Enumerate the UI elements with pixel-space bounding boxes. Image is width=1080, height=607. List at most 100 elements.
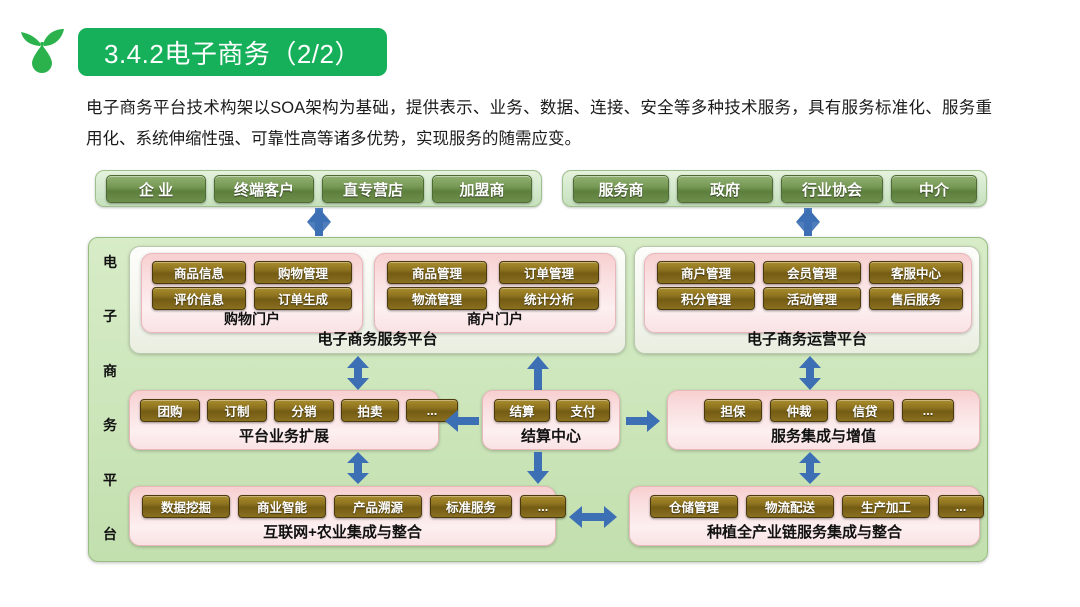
portal-item-label: 评价信息 <box>173 293 224 307</box>
agri-item-label: 商业智能 <box>256 501 307 515</box>
portal-label: 购物门户 <box>224 311 280 327</box>
expansion-item-label: 团购 <box>157 405 183 419</box>
portal-item-label: 商品管理 <box>411 267 462 281</box>
supply-chain-item-chip[interactable]: 仓储管理 <box>650 495 738 518</box>
operation-item-chip[interactable]: 会员管理 <box>763 261 861 284</box>
agri-item-label: ... <box>537 499 549 514</box>
expansion-item-chip[interactable]: 拍卖 <box>341 399 399 422</box>
supply-chain-item-label: 仓储管理 <box>668 501 719 515</box>
service-platform-label: 电子商务服务平台 <box>317 331 438 348</box>
portal-item-chip[interactable]: 购物管理 <box>254 261 352 284</box>
operation-item-chip[interactable]: 售后服务 <box>869 287 963 310</box>
merchant-portal-panel: 商品管理 订单管理 物流管理 统计分析 商户门户 <box>374 253 616 333</box>
value-added-item-label: 仲裁 <box>786 405 812 419</box>
portal-item-label: 订单管理 <box>523 267 574 281</box>
actor-chip[interactable]: 政府 <box>677 175 773 203</box>
value-added-item-label: ... <box>922 403 934 418</box>
platform-vertical-label: 电 子 商 务 平 台 <box>103 254 117 542</box>
settlement-center-panel: 结算 支付 结算中心 <box>482 390 620 450</box>
arrow-settlement-to-internet-agri <box>527 452 549 489</box>
actor-chip[interactable]: 企 业 <box>106 175 206 203</box>
operation-item-chip[interactable]: 积分管理 <box>657 287 755 310</box>
portal-item-chip[interactable]: 商品管理 <box>387 261 487 284</box>
page-header: 3.4.2电子商务（2/2） <box>0 0 1080 88</box>
expansion-item-label: ... <box>426 403 438 418</box>
arrow-value-added-to-supply-chain <box>799 452 821 489</box>
actors-left-bar: 企 业 终端客户 直专营店 加盟商 <box>95 170 542 207</box>
portal-item-chip[interactable]: 商品信息 <box>152 261 246 284</box>
actor-label: 政府 <box>709 181 740 199</box>
arrow-operation-to-value-added <box>799 356 821 395</box>
value-added-item-chip[interactable]: 担保 <box>704 399 762 422</box>
settlement-item-label: 支付 <box>570 405 596 419</box>
agri-item-chip[interactable]: 商业智能 <box>238 495 326 518</box>
settlement-item-chip[interactable]: 支付 <box>556 399 610 422</box>
page-title: 3.4.2电子商务（2/2） <box>78 28 387 76</box>
supply-chain-item-label: ... <box>955 499 967 514</box>
actor-chip[interactable]: 中介 <box>891 175 977 203</box>
actor-label: 服务商 <box>598 181 644 199</box>
settlement-item-label: 结算 <box>509 405 535 419</box>
portal-item-chip[interactable]: 评价信息 <box>152 287 246 310</box>
portal-item-label: 订单生成 <box>277 293 328 307</box>
actor-chip[interactable]: 加盟商 <box>432 175 532 203</box>
actor-chip[interactable]: 服务商 <box>573 175 669 203</box>
operation-platform-label: 电子商务运营平台 <box>746 331 867 348</box>
settlement-panel-label: 结算中心 <box>520 428 581 445</box>
arrow-agri-to-supply-chain <box>569 506 617 533</box>
supply-chain-item-label: 生产加工 <box>860 501 911 515</box>
expansion-item-label: 分销 <box>291 405 317 419</box>
service-platform-card: 商品信息 购物管理 评价信息 订单生成 购物门户 商品管理 订 <box>129 246 626 354</box>
arrow-actors-right-to-platform <box>796 208 820 241</box>
supply-chain-item-chip-more[interactable]: ... <box>938 495 984 518</box>
operation-platform-card: 商户管理 会员管理 客服中心 积分管理 活动管理 售后服务 电子商务运营平台 <box>634 246 980 354</box>
portal-item-chip[interactable]: 订单生成 <box>254 287 352 310</box>
agri-item-label: 数据挖掘 <box>160 501 211 515</box>
portal-item-chip[interactable]: 物流管理 <box>387 287 487 310</box>
value-added-services-panel: 担保 仲裁 信贷 ... 服务集成与增值 <box>667 390 980 450</box>
supply-chain-item-chip[interactable]: 生产加工 <box>842 495 930 518</box>
expansion-item-chip[interactable]: 分销 <box>274 399 334 422</box>
supply-chain-item-label: 物流配送 <box>764 501 815 515</box>
sprout-water-drop-icon <box>14 20 70 76</box>
value-added-item-chip[interactable]: 仲裁 <box>770 399 828 422</box>
portal-label: 商户门户 <box>467 311 523 327</box>
actor-chip[interactable]: 终端客户 <box>214 175 314 203</box>
agri-item-chip[interactable]: 产品溯源 <box>334 495 422 518</box>
agri-item-chip-more[interactable]: ... <box>520 495 566 518</box>
platform-business-expansion-panel: 团购 订制 分销 拍卖 ... 平台业务扩展 <box>129 390 458 450</box>
operation-item-label: 会员管理 <box>786 267 837 281</box>
value-added-item-chip-more[interactable]: ... <box>902 399 954 422</box>
settlement-item-chip[interactable]: 结算 <box>494 399 550 422</box>
actor-label: 加盟商 <box>459 181 505 199</box>
actor-label: 行业协会 <box>801 181 862 199</box>
supply-chain-item-chip[interactable]: 物流配送 <box>746 495 834 518</box>
internet-agriculture-label: 互联网+农业集成与整合 <box>263 524 422 541</box>
actor-label: 企 业 <box>138 181 174 199</box>
operation-item-label: 积分管理 <box>680 293 731 307</box>
agri-item-chip[interactable]: 数据挖掘 <box>142 495 230 518</box>
shopping-portal-panel: 商品信息 购物管理 评价信息 订单生成 购物门户 <box>141 253 363 333</box>
value-added-item-chip[interactable]: 信贷 <box>836 399 894 422</box>
supply-chain-label: 种植全产业链服务集成与整合 <box>706 524 902 541</box>
actor-label: 中介 <box>918 181 949 199</box>
actor-chip[interactable]: 行业协会 <box>781 175 883 203</box>
portal-item-chip[interactable]: 订单管理 <box>499 261 599 284</box>
expansion-item-chip[interactable]: 团购 <box>140 399 200 422</box>
arrow-expansion-to-internet-agri <box>347 452 369 489</box>
actor-chip[interactable]: 直专营店 <box>322 175 424 203</box>
agri-item-chip[interactable]: 标准服务 <box>430 495 512 518</box>
expansion-item-chip-more[interactable]: ... <box>406 399 458 422</box>
agri-item-label: 标准服务 <box>445 501 496 515</box>
agri-item-label: 产品溯源 <box>352 501 403 515</box>
expansion-item-chip[interactable]: 订制 <box>207 399 267 422</box>
actors-right-bar: 服务商 政府 行业协会 中介 <box>562 170 987 207</box>
actor-label: 直专营店 <box>342 181 403 199</box>
expansion-panel-label: 平台业务扩展 <box>238 428 329 445</box>
ecommerce-platform-container: 电 子 商 务 平 台 商品信息 购物管理 评价信息 订单生成 <box>88 237 988 562</box>
operation-item-chip[interactable]: 商户管理 <box>657 261 755 284</box>
operation-item-chip[interactable]: 活动管理 <box>763 287 861 310</box>
value-added-panel-label: 服务集成与增值 <box>770 428 876 445</box>
portal-item-chip[interactable]: 统计分析 <box>499 287 599 310</box>
operation-item-chip[interactable]: 客服中心 <box>869 261 963 284</box>
